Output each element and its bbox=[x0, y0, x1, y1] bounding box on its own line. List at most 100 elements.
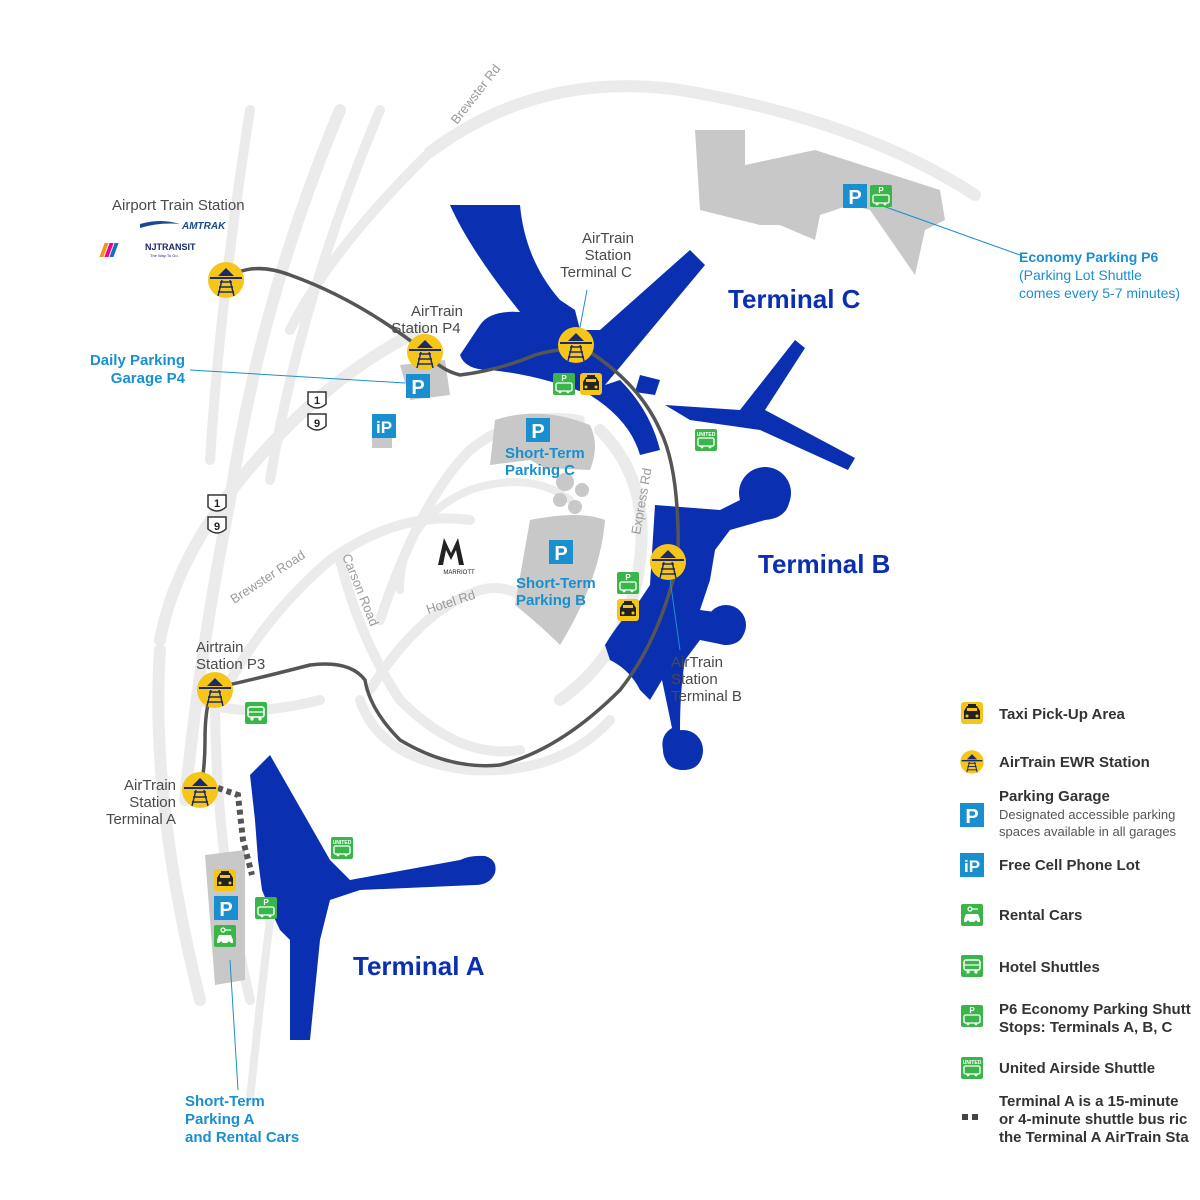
svg-text:comes every 5-7 minutes): comes every 5-7 minutes) bbox=[1019, 285, 1180, 301]
airtrain-icon[interactable] bbox=[649, 543, 687, 581]
svg-text:1: 1 bbox=[314, 395, 320, 407]
svg-text:Station P4: Station P4 bbox=[391, 320, 460, 337]
walkway-legend-icon bbox=[962, 1114, 978, 1120]
legend-p6-1: P6 Economy Parking Shutt bbox=[999, 1001, 1191, 1018]
p6-shuttle-icon[interactable] bbox=[552, 372, 576, 396]
short-term-c-label: Short-Term Parking C bbox=[505, 445, 585, 479]
airtrain-p4-label: AirTrain Station P4 bbox=[391, 303, 463, 337]
legend-walk-1: Terminal A is a 15-minute bbox=[999, 1093, 1179, 1110]
parking-icon[interactable] bbox=[549, 540, 573, 565]
svg-text:Terminal A: Terminal A bbox=[106, 811, 176, 828]
svg-text:Economy Parking P6: Economy Parking P6 bbox=[1019, 249, 1158, 265]
hotel-shuttle-icon[interactable] bbox=[244, 701, 268, 725]
svg-text:Parking C: Parking C bbox=[505, 462, 575, 479]
svg-text:(Parking Lot Shuttle: (Parking Lot Shuttle bbox=[1019, 267, 1142, 283]
taxi-icon[interactable] bbox=[617, 599, 639, 621]
p6-shuttle-icon[interactable] bbox=[254, 896, 278, 920]
parking-icon[interactable] bbox=[406, 374, 430, 399]
legend-garage: Parking Garage bbox=[999, 788, 1110, 805]
marriott-logo[interactable]: MARRIOTT bbox=[438, 538, 475, 576]
svg-text:AirTrain: AirTrain bbox=[671, 654, 723, 671]
road-network bbox=[152, 80, 981, 1104]
airport-train-station-label: Airport Train Station bbox=[112, 197, 245, 214]
taxi-icon bbox=[961, 702, 983, 724]
svg-text:Short-Term: Short-Term bbox=[516, 575, 596, 592]
svg-text:The Way To Go.: The Way To Go. bbox=[150, 253, 179, 258]
airtrain-icon[interactable] bbox=[181, 771, 219, 809]
short-term-b-label: Short-Term Parking B bbox=[516, 575, 596, 609]
svg-text:Short-Term: Short-Term bbox=[185, 1093, 265, 1110]
legend-airtrain: AirTrain EWR Station bbox=[999, 754, 1150, 771]
daily-parking-p4-label: Daily Parking Garage P4 bbox=[90, 352, 186, 387]
terminal-a-building bbox=[250, 755, 496, 1040]
route-1-shield-upper: 1 bbox=[307, 391, 327, 409]
airtrain-terminal-b-label: AirTrain Station Terminal B bbox=[671, 654, 742, 705]
legend-garage-sub-2: spaces available in all garages bbox=[999, 824, 1177, 839]
svg-text:UNITED: UNITED bbox=[333, 840, 352, 846]
airtrain-p3-label: Airtrain Station P3 bbox=[196, 639, 265, 673]
route-1-shield-lower: 1 bbox=[207, 494, 227, 512]
p6-shuttle-icon[interactable] bbox=[616, 571, 640, 595]
hotel-rd-label: Hotel Rd bbox=[424, 587, 477, 617]
svg-text:UNITED: UNITED bbox=[963, 1060, 982, 1066]
svg-text:AirTrain: AirTrain bbox=[411, 303, 463, 320]
rental-car-icon[interactable] bbox=[213, 924, 237, 948]
parking-icon[interactable] bbox=[526, 418, 550, 443]
taxi-icon[interactable] bbox=[580, 373, 602, 395]
legend: Taxi Pick-Up Area AirTrain EWR Station P… bbox=[959, 702, 1191, 1146]
svg-text:AMTRAK: AMTRAK bbox=[181, 221, 226, 232]
rental-car-icon bbox=[960, 903, 984, 927]
svg-text:Parking A: Parking A bbox=[185, 1111, 255, 1128]
terminal-b-label[interactable]: Terminal B bbox=[758, 549, 890, 579]
short-term-a-label: Short-Term Parking A and Rental Cars bbox=[185, 1093, 299, 1146]
svg-text:1: 1 bbox=[214, 498, 220, 510]
airtrain-icon[interactable] bbox=[406, 333, 444, 371]
airtrain-icon bbox=[959, 749, 985, 775]
svg-text:Airtrain: Airtrain bbox=[196, 639, 244, 656]
parking-icon[interactable] bbox=[214, 896, 238, 921]
legend-rental: Rental Cars bbox=[999, 907, 1082, 924]
legend-hotel-shuttles: Hotel Shuttles bbox=[999, 959, 1100, 976]
svg-text:Station P3: Station P3 bbox=[196, 656, 265, 673]
terminal-a-walkway bbox=[217, 785, 255, 876]
svg-text:Garage P4: Garage P4 bbox=[111, 370, 186, 387]
parking-icon[interactable] bbox=[843, 184, 867, 209]
cell-phone-lot-icon: iP bbox=[960, 853, 984, 877]
svg-text:Daily Parking: Daily Parking bbox=[90, 352, 185, 369]
svg-text:Terminal C: Terminal C bbox=[560, 264, 632, 281]
amtrak-logo: AMTRAK bbox=[140, 221, 226, 232]
legend-cell-lot: Free Cell Phone Lot bbox=[999, 857, 1140, 874]
terminal-b-building bbox=[605, 467, 791, 770]
svg-text:Station: Station bbox=[129, 794, 176, 811]
airtrain-terminal-c-label: AirTrain Station Terminal C bbox=[560, 230, 634, 281]
airtrain-icon[interactable] bbox=[557, 326, 595, 364]
terminal-a-label[interactable]: Terminal A bbox=[353, 951, 485, 981]
taxi-icon[interactable] bbox=[214, 869, 236, 891]
united-icon-labels: UNITED UNITED bbox=[333, 432, 716, 846]
svg-text:AirTrain: AirTrain bbox=[124, 777, 176, 794]
airtrain-terminal-a-label: AirTrain Station Terminal A bbox=[106, 777, 176, 828]
legend-walk-3: the Terminal A AirTrain Sta bbox=[999, 1129, 1189, 1146]
svg-text:MARRIOTT: MARRIOTT bbox=[443, 570, 475, 576]
svg-text:NJTRANSIT: NJTRANSIT bbox=[145, 242, 196, 252]
terminal-c-label[interactable]: Terminal C bbox=[728, 284, 861, 314]
p6-shuttle-icon bbox=[960, 1004, 984, 1028]
svg-text:Parking B: Parking B bbox=[516, 592, 586, 609]
hotel-shuttle-icon bbox=[960, 954, 984, 978]
p6-shuttle-icon[interactable] bbox=[869, 184, 893, 208]
svg-text:Terminal B: Terminal B bbox=[671, 688, 742, 705]
legend-walk-2: or 4-minute shuttle bus ric bbox=[999, 1111, 1187, 1128]
cell-phone-lot-icon[interactable]: iP bbox=[372, 414, 396, 438]
svg-text:9: 9 bbox=[214, 521, 220, 533]
legend-garage-sub-1: Designated accessible parking bbox=[999, 807, 1175, 822]
route-9-shield-upper: 9 bbox=[307, 413, 327, 431]
legend-p6-2: Stops: Terminals A, B, C bbox=[999, 1019, 1173, 1036]
svg-text:UNITED: UNITED bbox=[697, 432, 716, 438]
airtrain-icon[interactable] bbox=[196, 671, 234, 709]
svg-text:Short-Term: Short-Term bbox=[505, 445, 585, 462]
route-9-shield-lower: 9 bbox=[207, 516, 227, 534]
airtrain-icon[interactable] bbox=[207, 261, 245, 299]
svg-text:and Rental Cars: and Rental Cars bbox=[185, 1129, 299, 1146]
nj-transit-logo: NJTRANSIT The Way To Go. bbox=[99, 242, 196, 258]
